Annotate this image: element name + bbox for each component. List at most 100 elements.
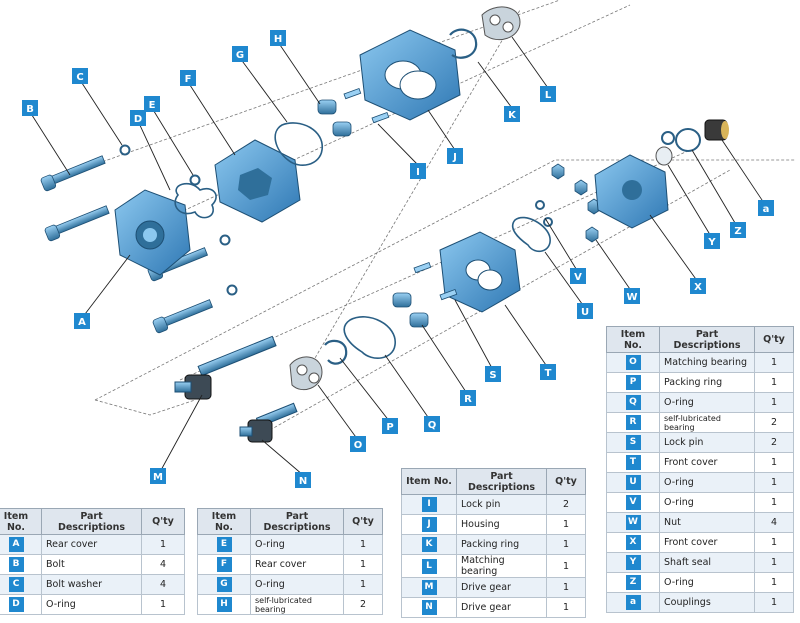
callout-b: B: [22, 100, 38, 116]
header-qty: Q'ty: [141, 508, 185, 535]
header-item-no: Item No.: [197, 508, 251, 535]
oring-u-part: [511, 216, 551, 253]
item-badge: I: [421, 497, 437, 512]
item-badge: Y: [625, 555, 641, 570]
part-qty: 1: [754, 592, 794, 613]
callout-x: X: [690, 278, 706, 294]
part-qty: 1: [546, 554, 586, 578]
coupling-part: [704, 119, 729, 141]
part-desc: self-lubricated bearing: [250, 594, 344, 615]
rear-cover-part: [114, 189, 191, 276]
part-desc: Front cover: [659, 452, 755, 473]
part-desc: Nut: [659, 512, 755, 533]
part-qty: 1: [141, 594, 185, 615]
part-desc: Drive gear: [456, 597, 547, 618]
callout-p: P: [382, 418, 398, 434]
washers: [119, 131, 675, 296]
drive-gear-n-part: [239, 402, 298, 443]
item-badge: a: [625, 595, 641, 610]
part-qty: 1: [343, 534, 383, 555]
svg-text:B: B: [26, 104, 34, 115]
svg-text:D: D: [134, 114, 142, 125]
nuts: [551, 163, 601, 243]
item-badge: R: [625, 415, 641, 430]
part-desc: self-lubricated bearing: [659, 412, 755, 433]
item-badge: O: [625, 355, 641, 370]
part-desc: Rear cover: [41, 534, 142, 555]
part-qty: 4: [754, 512, 794, 533]
part-desc: Couplings: [659, 592, 755, 613]
item-badge: C: [8, 577, 24, 592]
packing-ring-p-part: [324, 339, 348, 365]
matching-bearing-l-part: [481, 6, 521, 40]
callout-h: H: [270, 30, 286, 46]
item-badge: N: [421, 600, 437, 615]
callout-k: K: [504, 106, 520, 122]
lock-pins-s: [413, 262, 458, 301]
svg-text:C: C: [76, 72, 83, 83]
shaft-seal-y-part: [655, 146, 673, 166]
item-badge: Q: [625, 395, 641, 410]
part-qty: 4: [141, 554, 185, 575]
matching-bearing-o-part: [289, 356, 323, 390]
callout-z: Z: [730, 222, 746, 238]
callout-c: C: [72, 68, 88, 84]
callout-l: L: [540, 86, 556, 102]
bearings-r-part: [392, 292, 429, 328]
callout-g: G: [232, 46, 248, 62]
item-badge: U: [625, 475, 641, 490]
callout-q: Q: [424, 416, 440, 432]
header-qty: Q'ty: [546, 468, 586, 495]
part-qty: 1: [754, 552, 794, 573]
svg-text:O: O: [354, 440, 363, 451]
callout-n: N: [295, 472, 311, 488]
part-desc: Matching bearing: [456, 554, 547, 578]
svg-text:F: F: [185, 74, 192, 85]
part-qty: 1: [546, 514, 586, 535]
part-desc: O-ring: [659, 392, 755, 413]
header-item-no: Item No.: [0, 508, 42, 535]
oring-g-part: [274, 122, 323, 166]
part-qty: 1: [343, 574, 383, 595]
part-desc: Rear cover: [250, 554, 344, 575]
part-qty: 1: [754, 392, 794, 413]
svg-text:Z: Z: [734, 226, 741, 237]
svg-text:V: V: [574, 272, 582, 283]
callout-f: F: [180, 70, 196, 86]
svg-text:L: L: [545, 90, 552, 101]
header-part-descriptions: Part Descriptions: [456, 468, 547, 495]
part-qty: 1: [754, 572, 794, 593]
callout-r: R: [460, 390, 476, 406]
part-qty: 2: [754, 432, 794, 453]
item-badge: M: [421, 580, 437, 595]
item-badge: H: [216, 597, 232, 612]
item-badge: S: [625, 435, 641, 450]
callout-e: E: [144, 96, 160, 112]
item-badge: J: [421, 517, 437, 532]
part-qty: 1: [754, 352, 794, 373]
svg-text:J: J: [452, 152, 457, 163]
part-qty: 1: [754, 372, 794, 393]
part-desc: Housing: [456, 514, 547, 535]
svg-text:M: M: [153, 472, 163, 483]
callout-a: A: [74, 313, 90, 329]
item-badge: A: [8, 537, 24, 552]
svg-text:T: T: [545, 368, 552, 379]
item-badge: W: [625, 515, 641, 530]
